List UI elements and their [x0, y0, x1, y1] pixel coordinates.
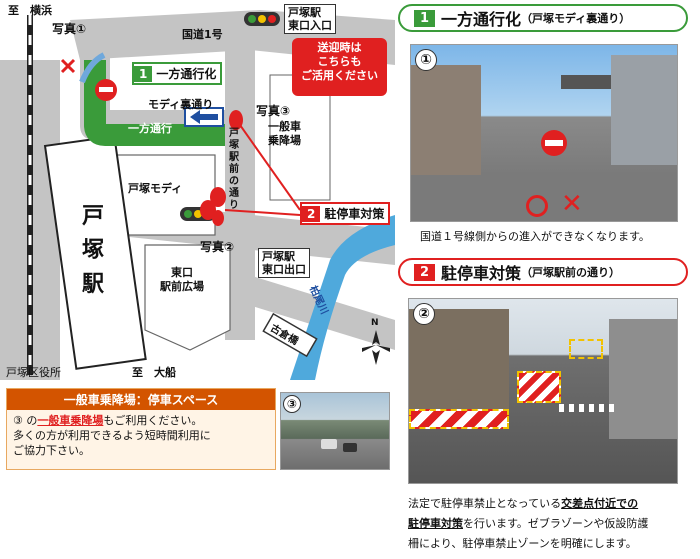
info-line1: ③ の一般車乗降場もご利用ください。 [13, 413, 269, 428]
oneway-arrow-icon [184, 107, 224, 127]
info-box-title: 一般車乗降場：停車スペース [7, 389, 275, 410]
photo2-label: 写真② [200, 240, 235, 254]
turn-arrow-icon [79, 52, 106, 84]
section1-subtitle: （戸塚モディ裏通り） [521, 12, 631, 25]
north-compass-icon [362, 330, 390, 365]
section2-caption-mid: を行います。ゼブラゾーンや仮設防護 [463, 517, 649, 530]
modi-back-street-label: モディ裏通り [148, 98, 214, 111]
callout-bubble: 送迎時は こちらも ご活用ください [292, 38, 387, 96]
photo1-num: ① [415, 49, 437, 71]
photo3-num: ③ [283, 395, 301, 413]
photo1-label: 写真① [52, 22, 87, 36]
section2-caption-bold1: 交差点付近での [561, 497, 639, 510]
oneway-badge: 1 一方通行化 [132, 62, 223, 85]
route1-label: 国道1号 [182, 28, 223, 41]
section2-header: 2 駐停車対策 （戸塚駅前の通り） [398, 258, 688, 286]
prohibited-x-icon [60, 58, 76, 74]
info-line1-highlight: 一般車乗降場 [37, 414, 104, 427]
east-exit-plaza-label: 東口 駅前広場 [160, 266, 204, 293]
compass-label: N [371, 318, 379, 328]
info-box-body: ③ の一般車乗降場もご利用ください。 多くの方が利用できるよう短時間利用に ご協… [7, 410, 275, 461]
info-line1-post: もご利用ください。 [103, 414, 203, 427]
parking-badge-text: 駐停車対策 [324, 207, 385, 221]
section1-title: 一方通行化 [441, 10, 522, 29]
parking-badge-num: 2 [302, 205, 321, 222]
section1-caption: 国道１号線側からの進入ができなくなります。 [420, 230, 650, 243]
badge-pointers [224, 124, 301, 216]
section2-subtitle: （戸塚駅前の通り） [521, 266, 621, 279]
oneway-badge-num: 1 [134, 65, 153, 82]
station-front-street-label: 戸塚駅前の通り [229, 128, 239, 211]
section1-header: 1 一方通行化 （戸塚モディ裏通り） [398, 4, 688, 32]
parking-markers [200, 110, 243, 226]
ward-office-label: 戸塚区役所 [6, 366, 61, 379]
parking-badge: 2 駐停車対策 [300, 202, 391, 225]
section2-num: 2 [414, 263, 436, 281]
entrance-label: 戸塚駅 東口入口 [284, 4, 336, 34]
station-building [43, 135, 147, 370]
no-entry-icon [95, 79, 117, 101]
section2-caption-bold2: 駐停車対策 [408, 517, 463, 530]
photo1-image: ✕ ① [410, 44, 678, 222]
section1-num: 1 [414, 9, 436, 27]
section2-caption-line3: 柵により、駐停車禁止ゾーンを明確にします。 [408, 537, 637, 550]
traffic-light-top-icon [244, 12, 280, 26]
photo2-image: ② [408, 298, 678, 484]
general-car-area-label: 一般車 乗降場 [268, 120, 301, 147]
photo3-label: 写真③ [256, 104, 291, 118]
photo3-image: ③ [280, 392, 390, 470]
info-line3: ご協力下さい。 [13, 444, 90, 457]
section2-title: 駐停車対策 [441, 264, 522, 283]
oneway-road-label: 一方通行 [128, 122, 172, 135]
exit-label: 戸塚駅 東口出口 [258, 248, 310, 278]
section2-caption: 法定で駐停車禁止となっている交差点付近での 駐停車対策を行います。ゼブラゾーンや… [408, 494, 693, 554]
to-yokohama-label: 至 横浜 [8, 4, 52, 17]
station-name-label: 戸 塚 駅 [82, 204, 105, 297]
info-line1-pre: ③ の [13, 414, 38, 427]
oneway-badge-text: 一方通行化 [156, 67, 217, 81]
photo2-num: ② [413, 303, 435, 325]
east-exit-plaza [144, 244, 231, 351]
totsuka-modi-label: 戸塚モディ [128, 182, 183, 195]
oneway-road [84, 60, 225, 146]
info-line2: 多くの方が利用できるよう短時間利用に [13, 429, 211, 442]
to-ofuna-label: 至 大船 [132, 366, 176, 379]
general-car-info-box: 一般車乗降場：停車スペース ③ の一般車乗降場もご利用ください。 多くの方が利用… [6, 388, 276, 470]
furukura-bridge [262, 312, 318, 358]
section2-caption-pre: 法定で駐停車禁止となっている [408, 497, 562, 510]
